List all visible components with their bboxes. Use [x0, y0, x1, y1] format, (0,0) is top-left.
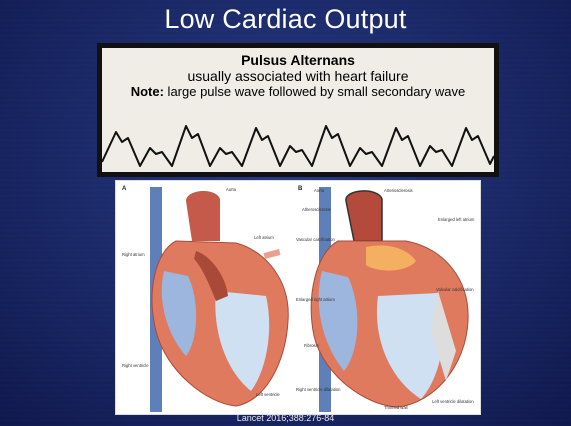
pulsus-subheading: usually associated with heart failure: [102, 68, 494, 84]
label-aorta-a: Aorta: [226, 187, 237, 192]
label-arteriosclerosis: Arteriosclerosis: [384, 188, 413, 193]
label-vascular-calcification: Vascular calcification: [296, 237, 335, 242]
heart-figure: A B Aorta Left atrium Right atrium Right…: [115, 180, 481, 415]
pulse-waveform: [102, 112, 494, 170]
pulsus-note: Note: large pulse wave followed by small…: [102, 84, 494, 99]
panel-a-letter: A: [122, 186, 127, 192]
heart-illustration: A B Aorta Left atrium Right atrium Right…: [116, 181, 480, 414]
pulsus-heading: Pulsus Alternans: [102, 48, 494, 68]
note-prefix: Note:: [131, 84, 164, 99]
label-thinned-wall: Thinned wall: [384, 405, 408, 410]
label-aorta-b: Aorta: [314, 188, 325, 193]
normal-heart-drawing: [150, 187, 288, 412]
label-enlarged-right-atrium: Enlarged right atrium: [296, 297, 335, 302]
pulsus-alternans-panel: Pulsus Alternans usually associated with…: [97, 43, 499, 177]
label-left-ventricle-a: Left ventricle: [256, 392, 280, 397]
label-right-atrium-a: Right atrium: [122, 252, 145, 257]
panel-b-letter: B: [298, 186, 303, 192]
note-text: large pulse wave followed by small secon…: [164, 84, 465, 99]
citation: Lancet 2016;388:276-84: [0, 413, 571, 423]
pulsus-alternans-content: Pulsus Alternans usually associated with…: [102, 48, 494, 172]
label-right-ventricle-a: Right ventricle: [122, 363, 149, 368]
label-enlarged-left-atrium: Enlarged left atrium: [438, 217, 475, 222]
label-atherosclerosis: Atherosclerosis: [302, 207, 331, 212]
label-valvular-calcification: Valvular calcification: [436, 287, 474, 292]
label-fibrosis: Fibrosis: [304, 343, 319, 348]
label-left-ventricle-dilatation: Left ventricle dilatation: [432, 399, 474, 404]
label-left-atrium-a: Left atrium: [254, 235, 274, 240]
label-right-ventricle-dilatation: Right ventricle dilatation: [296, 387, 341, 392]
slide-title: Low Cardiac Output: [0, 4, 571, 35]
